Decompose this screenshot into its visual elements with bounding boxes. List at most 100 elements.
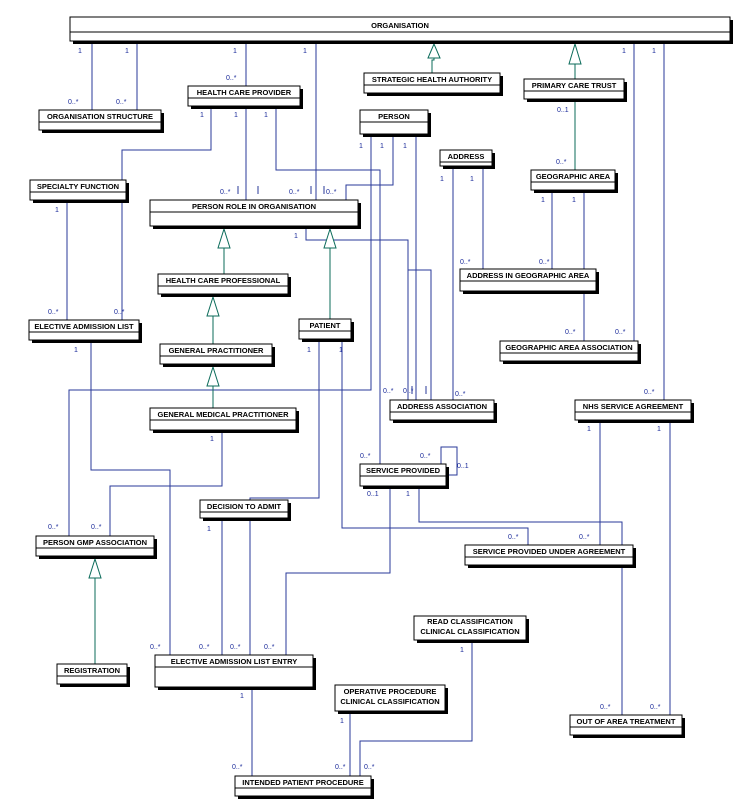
mult-label: 0..* <box>232 764 243 771</box>
entity-read-classification[interactable]: READ CLASSIFICATION CLINICAL CLASSIFICAT… <box>413 615 529 643</box>
edge-person-gmp-association <box>68 137 372 536</box>
mult-label: 0..* <box>326 189 337 196</box>
mult-label: 0..* <box>403 388 414 395</box>
entity-person[interactable]: PERSON <box>359 109 431 137</box>
entity-elective-admission-list[interactable]: ELECTIVE ADMISSION LIST <box>28 319 142 343</box>
entity-organisation-structure[interactable]: ORGANISATION STRUCTURE <box>38 109 164 133</box>
triangle-person-gmp-registration <box>88 557 102 579</box>
edge-person-person-role <box>345 137 394 200</box>
entity-address-association[interactable]: ADDRESS ASSOCIATION <box>389 399 497 423</box>
entity-strategic-health-authority[interactable]: STRATEGIC HEALTH AUTHORITY <box>363 72 503 96</box>
triangle-organisation-sha <box>427 42 441 59</box>
mult-label: 0..* <box>48 524 59 531</box>
mult-label: 1 <box>303 48 307 55</box>
mult-label: 0..* <box>68 99 79 106</box>
entity-geographic-area-association[interactable]: GEOGRAPHIC AREA ASSOCIATION <box>499 340 641 364</box>
entity-nhs-service-agreement-label: NHS SERVICE AGREEMENT <box>583 402 684 411</box>
entity-operative-procedure[interactable]: OPERATIVE PROCEDURE CLINICAL CLASSIFICAT… <box>334 684 448 714</box>
entity-general-practitioner[interactable]: GENERAL PRACTITIONER <box>159 343 275 367</box>
entity-general-medical-practitioner[interactable]: GENERAL MEDICAL PRACTITIONER <box>149 407 299 433</box>
mult-label: 1 <box>339 347 343 354</box>
mult-label: 1 <box>403 143 407 150</box>
mult-label: 0..* <box>600 704 611 711</box>
entity-primary-care-trust[interactable]: PRIMARY CARE TRUST <box>523 78 627 102</box>
entity-elective-admission-list-entry[interactable]: ELECTIVE ADMISSION LIST ENTRY <box>154 654 316 690</box>
mult-label: 0..* <box>360 453 371 460</box>
mult-label: 1 <box>240 693 244 700</box>
entity-health-care-professional-label: HEALTH CARE PROFESSIONAL <box>166 276 281 285</box>
entity-read-classification-label-2: CLINICAL CLASSIFICATION <box>420 627 519 636</box>
entity-health-care-provider[interactable]: HEALTH CARE PROVIDER <box>187 85 303 109</box>
mult-label: 0..* <box>220 189 231 196</box>
entity-health-care-professional[interactable]: HEALTH CARE PROFESSIONAL <box>157 273 291 297</box>
entity-geographic-area-label: GEOGRAPHIC AREA <box>536 172 611 181</box>
entity-organisation-structure-label: ORGANISATION STRUCTURE <box>47 112 153 121</box>
entity-geographic-area-association-label: GEOGRAPHIC AREA ASSOCIATION <box>505 343 632 352</box>
mult-label: 1 <box>307 347 311 354</box>
entity-person-role-in-organisation[interactable]: PERSON ROLE IN ORGANISATION <box>149 199 361 229</box>
association-lines <box>66 44 671 776</box>
entity-out-of-area-treatment-label: OUT OF AREA TREATMENT <box>577 717 676 726</box>
mult-label: 1 <box>55 207 59 214</box>
entity-service-provided[interactable]: SERVICE PROVIDED <box>359 463 449 489</box>
mult-label: 1 <box>200 112 204 119</box>
mult-label: 0..* <box>91 524 102 531</box>
entity-elective-admission-list-entry-label: ELECTIVE ADMISSION LIST ENTRY <box>171 657 298 666</box>
mult-label: 1 <box>470 176 474 183</box>
mult-label: 0..* <box>264 644 275 651</box>
entity-intended-patient-procedure[interactable]: INTENDED PATIENT PROCEDURE <box>234 775 374 799</box>
entity-person-gmp-association[interactable]: PERSON GMP ASSOCIATION <box>35 535 157 559</box>
mult-label: 0..* <box>48 309 59 316</box>
edge-gmp-person-gmp <box>109 432 223 536</box>
entity-nhs-service-agreement[interactable]: NHS SERVICE AGREEMENT <box>574 399 694 423</box>
mult-label: 0..* <box>335 764 346 771</box>
entity-service-provided-under-agreement[interactable]: SERVICE PROVIDED UNDER AGREEMENT <box>464 544 636 568</box>
mult-label: 0..* <box>230 644 241 651</box>
mult-label: 0..* <box>116 99 127 106</box>
mult-label: 1 <box>234 112 238 119</box>
mult-label: 0..* <box>460 259 471 266</box>
mult-label: 0..* <box>644 389 655 396</box>
entity-patient[interactable]: PATIENT <box>298 318 354 342</box>
entity-specialty-function[interactable]: SPECIALTY FUNCTION <box>29 179 129 203</box>
mult-label: 0..* <box>150 644 161 651</box>
entity-organisation[interactable]: ORGANISATION <box>69 16 733 44</box>
mult-label: 1 <box>294 233 298 240</box>
entity-person-label: PERSON <box>378 112 410 121</box>
entity-decision-to-admit[interactable]: DECISION TO ADMIT <box>199 499 291 521</box>
edge-person-role-address-association-b <box>408 269 432 400</box>
mult-label: 0..* <box>539 259 550 266</box>
mult-label: 1 <box>74 347 78 354</box>
entity-address[interactable]: ADDRESS <box>439 149 495 169</box>
mult-label: 1 <box>380 143 384 150</box>
mult-label: 1 <box>406 491 410 498</box>
entity-service-provided-label: SERVICE PROVIDED <box>366 466 441 475</box>
entity-primary-care-trust-label: PRIMARY CARE TRUST <box>532 81 617 90</box>
entity-specialty-function-label: SPECIALTY FUNCTION <box>37 182 119 191</box>
triangle-person-role-hcp <box>217 227 231 249</box>
entity-read-classification-label-1: READ CLASSIFICATION <box>427 617 513 626</box>
entity-registration[interactable]: REGISTRATION <box>56 663 130 687</box>
mult-label: 0..* <box>383 388 394 395</box>
mult-label: 1 <box>264 112 268 119</box>
entity-general-medical-practitioner-label: GENERAL MEDICAL PRACTITIONER <box>158 410 290 419</box>
generalization-lines <box>94 55 576 664</box>
mult-label: 0..* <box>508 534 519 541</box>
entity-decision-to-admit-label: DECISION TO ADMIT <box>207 502 282 511</box>
triangle-hcp-gp <box>206 295 220 317</box>
entity-organisation-label: ORGANISATION <box>371 21 429 30</box>
mult-label: 1 <box>340 718 344 725</box>
entity-address-in-geographic-area[interactable]: ADDRESS IN GEOGRAPHIC AREA <box>459 268 599 294</box>
entity-operative-procedure-label-1: OPERATIVE PROCEDURE <box>344 687 437 696</box>
entity-geographic-area[interactable]: GEOGRAPHIC AREA <box>530 169 618 193</box>
mult-label: 1 <box>125 48 129 55</box>
mult-label: 1 <box>657 426 661 433</box>
entity-address-association-label: ADDRESS ASSOCIATION <box>397 402 487 411</box>
triangle-organisation-pct <box>568 42 582 65</box>
mult-label: 0..* <box>565 329 576 336</box>
edge-patient-service-under-agreement <box>341 342 529 545</box>
entity-out-of-area-treatment[interactable]: OUT OF AREA TREATMENT <box>569 714 685 738</box>
edge-patient-decision-to-admit <box>249 342 320 655</box>
mult-label: 0..* <box>650 704 661 711</box>
